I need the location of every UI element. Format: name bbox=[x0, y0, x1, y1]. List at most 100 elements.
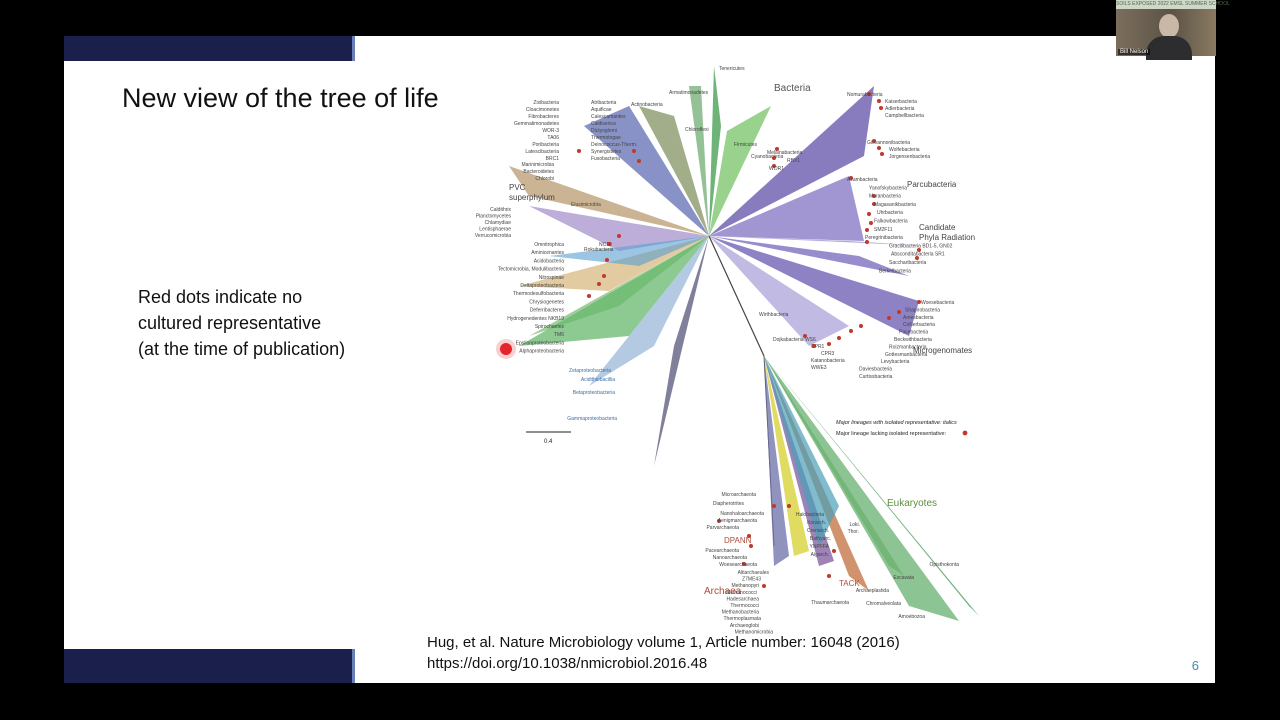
taxon-label: TA06 bbox=[547, 135, 559, 141]
slide-note: Red dots indicate no cultured representa… bbox=[138, 284, 345, 362]
taxon-label: Latescibacteria bbox=[525, 149, 559, 155]
taxon-label: Thermococci bbox=[730, 603, 759, 609]
taxon-label: Thermoplasmata bbox=[723, 616, 761, 622]
presenter-head bbox=[1159, 14, 1179, 38]
presenter-body bbox=[1146, 36, 1192, 60]
taxon-label: Aigarch. bbox=[811, 552, 829, 558]
laser-pointer bbox=[500, 343, 512, 355]
taxon-label: Campbellbacteria bbox=[885, 113, 924, 119]
webcam-banner: SOILS EXPOSED 2022 EMSL SUMMER SCHOOL bbox=[1116, 0, 1230, 9]
taxon-label: Curtissbacteria bbox=[859, 374, 893, 380]
taxon-label: Hydrogenedentes NKB19 bbox=[507, 316, 564, 322]
taxon-label: Levybacteria bbox=[881, 359, 910, 365]
taxon-label: Amoebozoa bbox=[898, 614, 925, 620]
taxon-label: Melainabacteria bbox=[767, 150, 803, 156]
taxon-label: Microarchaeota bbox=[722, 492, 757, 498]
taxon-label: Chlamydiae bbox=[485, 220, 512, 226]
citation-line: Hug, et al. Nature Microbiology volume 1… bbox=[427, 634, 900, 651]
webcam-thumbnail[interactable]: SOILS EXPOSED 2022 EMSL SUMMER SCHOOL Bi… bbox=[1116, 0, 1230, 60]
taxon-label: Methanopyri bbox=[731, 583, 759, 589]
cpr-branches bbox=[709, 86, 929, 346]
taxon-label: CPR3 bbox=[821, 351, 835, 357]
taxon-label: Woesearchaeota bbox=[719, 562, 757, 568]
taxon-label: Jorgensenbacteria bbox=[889, 154, 930, 160]
microgenomates-label: Microgenomates bbox=[913, 346, 972, 355]
taxon-label: Poribacteria bbox=[532, 142, 559, 148]
taxon-label: Gottesmanbacteria bbox=[885, 352, 927, 358]
taxon-label: Uhrbacteria bbox=[877, 210, 903, 216]
uncultured-markers bbox=[577, 92, 968, 588]
taxon-label: Excavata bbox=[893, 575, 914, 581]
taxon-label: Beckwithbacteria bbox=[894, 337, 932, 343]
taxon-label: Hadesarchaea bbox=[726, 596, 759, 602]
taxon-label: Gemmatimonadetes bbox=[514, 121, 560, 127]
taxon-label: Chromalveolata bbox=[866, 601, 901, 607]
slide-title: New view of the tree of life bbox=[122, 83, 439, 113]
eukaryotes-label: Eukaryotes bbox=[887, 498, 937, 509]
taxon-label: Epsilonproteobacteria bbox=[516, 340, 565, 346]
note-line: cultured representative bbox=[138, 313, 322, 333]
taxon-label: Halobacteria bbox=[796, 512, 824, 518]
taxon-label: NC10 bbox=[599, 242, 612, 248]
taxon-label: TM6 bbox=[554, 332, 564, 338]
taxon-label: WOR1 bbox=[769, 166, 784, 172]
note-line: (at the time of publication) bbox=[138, 339, 346, 359]
taxon-label: Nomurabacteria bbox=[847, 92, 883, 98]
cpr-label-line: Candidate bbox=[919, 223, 956, 232]
taxon-label: Methanococci bbox=[726, 590, 757, 596]
taxon-label: Thor. bbox=[848, 529, 859, 535]
citation-doi[interactable]: https://doi.org/10.1038/nmicrobiol.2016.… bbox=[427, 655, 708, 672]
taxon-label: YNPFFA bbox=[810, 544, 830, 550]
taxon-label: Deltaproteobacteria bbox=[520, 283, 564, 289]
taxon-label: Omnitrophica bbox=[534, 242, 564, 248]
taxon-label: Kaiserbacteria bbox=[885, 99, 917, 105]
taxon-label: Archaeoglobi bbox=[730, 623, 759, 629]
taxon-label: Amesbacteria bbox=[903, 315, 934, 321]
tack-label: TACK bbox=[839, 579, 860, 588]
legend-italics: Major lineages with isolated representat… bbox=[836, 420, 957, 426]
bacteria-label: Bacteria bbox=[774, 83, 811, 94]
taxa-labels-right: NomurabacteriaKaiserbacteriaAdlerbacteri… bbox=[759, 92, 954, 380]
taxon-label: Daviesbacteria bbox=[859, 367, 892, 373]
taxon-label: Rokubacteria bbox=[584, 247, 614, 253]
taxon-label: Falkowbacteria bbox=[874, 219, 908, 225]
taxon-label: Armatimonadetes bbox=[669, 90, 709, 96]
taxon-label: Fusobacteria bbox=[591, 156, 620, 162]
taxon-label: Giovannonibacteria bbox=[867, 140, 910, 146]
taxon-label: Deinococcus-Therm. bbox=[591, 142, 637, 148]
taxon-label: Archaeplastida bbox=[856, 588, 889, 594]
taxon-label: Caldiserica bbox=[591, 121, 616, 127]
taxon-label: Aminicenantes bbox=[531, 250, 564, 256]
taxon-label: Actinobacteria bbox=[631, 102, 663, 108]
taxon-label: Shapirobacteria bbox=[905, 307, 940, 313]
citation: Hug, et al. Nature Microbiology volume 1… bbox=[427, 632, 900, 674]
pvc-label-line: PVC bbox=[509, 183, 526, 192]
parcubacteria-label: Parcubacteria bbox=[907, 180, 957, 189]
taxon-label: Dojkabacteria WS6 bbox=[773, 337, 816, 343]
taxon-label: Saccharibacteria bbox=[889, 260, 926, 266]
bacteria-branches bbox=[509, 66, 771, 466]
taxon-label: Chrysiogenetes bbox=[529, 299, 564, 305]
taxon-label: Bacteroidetes bbox=[523, 169, 554, 175]
taxon-label: Nanoarchaeota bbox=[713, 555, 747, 561]
taxon-label: Chlorobi bbox=[535, 176, 554, 182]
page-number: 6 bbox=[1191, 658, 1199, 673]
taxon-label: Collierbacteria bbox=[903, 322, 935, 328]
taxon-label: Alphaproteobacteria bbox=[519, 349, 564, 355]
taxon-label: Atribacteria bbox=[591, 100, 617, 106]
taxon-label: Spirochaetes bbox=[535, 324, 565, 330]
taxon-label: Tectomicrobia, Modulibacteria bbox=[498, 267, 564, 273]
taxon-label: Chloroflexi bbox=[685, 127, 709, 133]
taxon-label: Acidobacteria bbox=[534, 258, 565, 264]
taxon-label: Dictyoglomi bbox=[591, 128, 617, 134]
taxon-label: Tenericutes bbox=[719, 66, 745, 72]
taxon-label: Wirthbacteria bbox=[759, 312, 789, 318]
legend-dot: Major lineage lacking isolated represent… bbox=[836, 431, 947, 437]
taxon-label: Marinimicrobia bbox=[521, 162, 554, 168]
taxon-label: Roizmanbacteria bbox=[889, 344, 927, 350]
taxon-label: Nanohaloarchaeota bbox=[720, 511, 764, 517]
taxon-label: Altiarchaeales bbox=[738, 570, 770, 576]
dpann-label: DPANN bbox=[724, 536, 752, 545]
taxon-label: Magasanikbacteria bbox=[874, 202, 916, 208]
